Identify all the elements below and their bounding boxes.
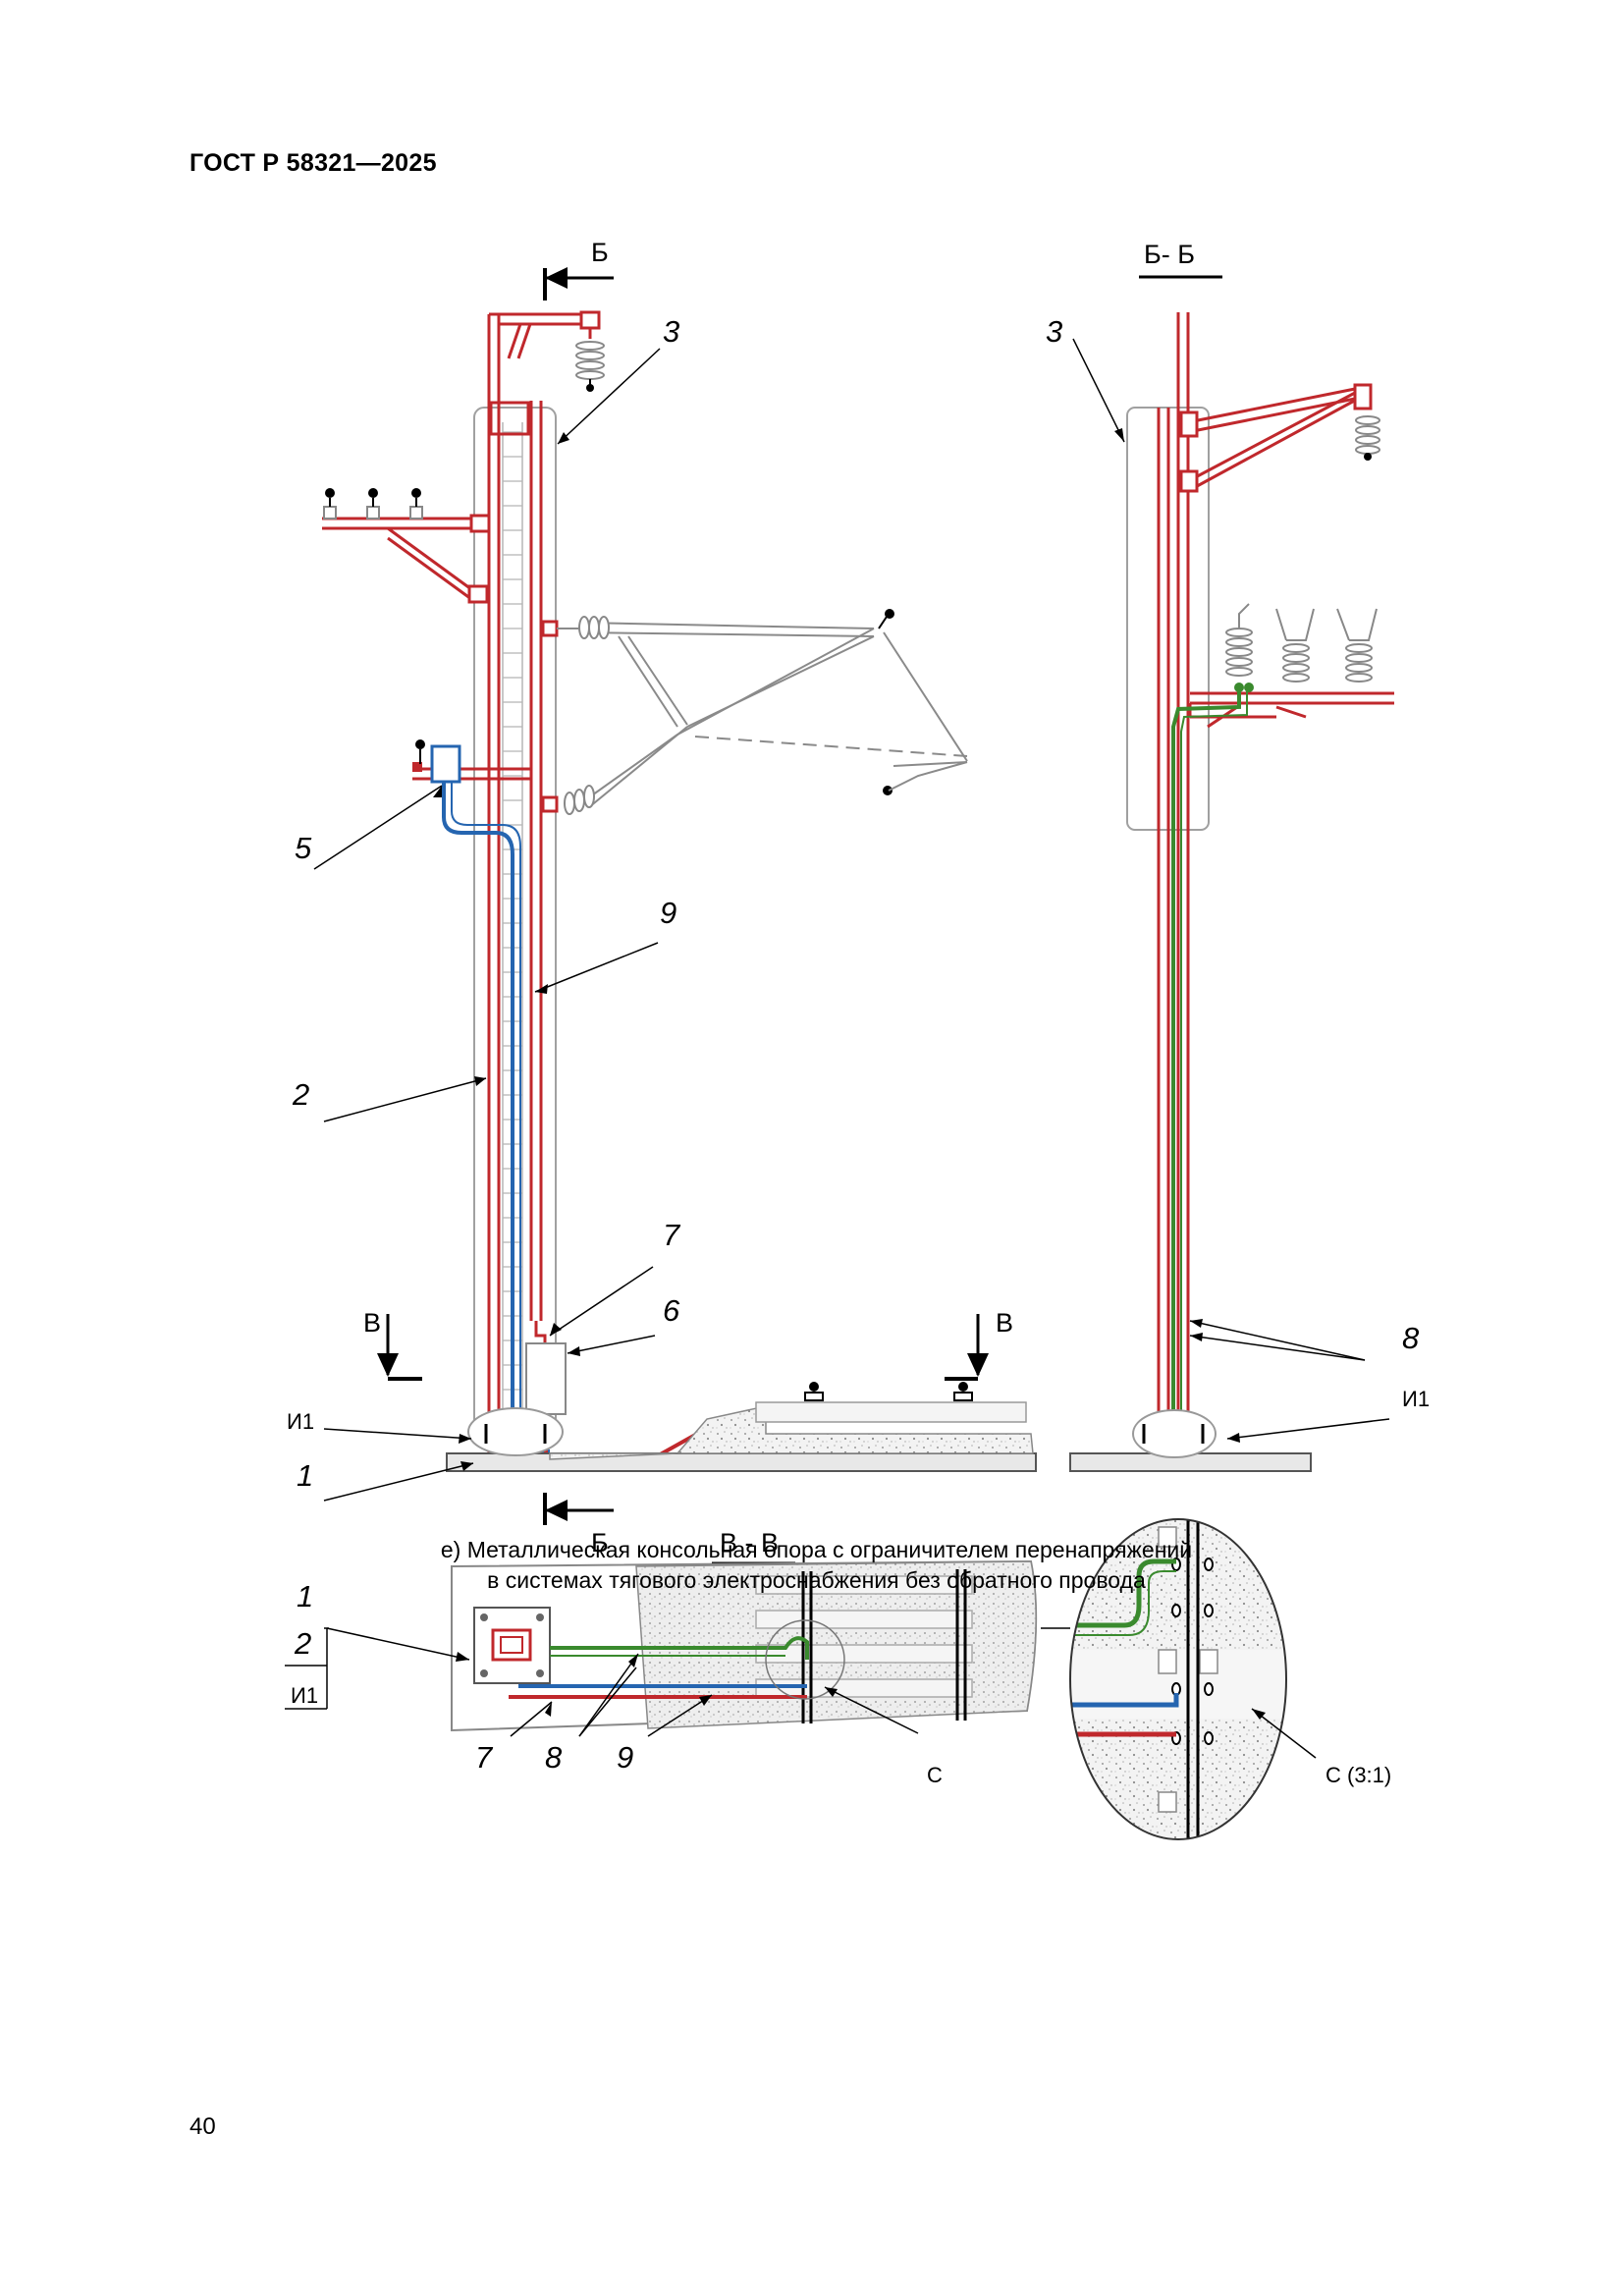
page-number: 40: [189, 2113, 216, 2140]
plan-left-labels: 1 2 И1: [285, 1579, 470, 1710]
detail-c-label: С (3:1): [1325, 1763, 1391, 1787]
callout-9: 9: [660, 896, 676, 930]
side-callout-i1: И1: [1402, 1387, 1430, 1411]
callout-i1: И1: [287, 1409, 314, 1434]
side-insulator: [1355, 415, 1380, 461]
ballast: [549, 1405, 1034, 1460]
callout-5: 5: [295, 831, 312, 865]
callout-6: 6: [663, 1293, 680, 1328]
cantilever-insulators: [564, 616, 610, 815]
detail-c: С (3:1): [1041, 1518, 1391, 1840]
side-callout-3: 3: [1046, 314, 1062, 349]
side-arresters: [1225, 603, 1378, 683]
plan-view: В - В: [285, 1528, 1038, 1787]
callout-arrows: [433, 432, 580, 1471]
section-label-v-left: В: [363, 1308, 381, 1338]
section-mark-v-left: В: [363, 1308, 422, 1381]
pole-outline: [473, 407, 557, 1445]
callout-lines: [313, 348, 661, 1502]
callout-1: 1: [297, 1458, 313, 1493]
section-label-v-right: В: [996, 1308, 1013, 1338]
spark-gap-box: [525, 1342, 567, 1415]
document-header: ГОСТ Р 58321—2025: [189, 149, 437, 177]
rails-front: [804, 1382, 973, 1401]
cantilever: [541, 620, 968, 813]
foundation-base: [446, 1452, 1037, 1472]
plan-callout-2: 2: [294, 1626, 311, 1661]
callout-3: 3: [663, 314, 679, 349]
plan-callout-c: С: [927, 1763, 943, 1787]
arrester-bracket: [412, 739, 530, 784]
detail-circle-c: [765, 1619, 845, 1700]
pole-main: [487, 312, 597, 1453]
side-ground-green: [1171, 687, 1241, 1444]
pole-lattice: [502, 422, 523, 1434]
plan-callout-9: 9: [617, 1740, 633, 1775]
section-mark-b-bottom: Б: [543, 1493, 614, 1558]
plan-callout-lines: [510, 1653, 919, 1737]
plan-callout-i1: И1: [291, 1683, 318, 1708]
section-label-b-top: Б: [591, 238, 609, 267]
plan-callout-8: 8: [545, 1740, 563, 1775]
left-crossarm: [322, 488, 491, 604]
side-view: Б- Б: [1046, 240, 1430, 1472]
side-callout-lines: [1072, 338, 1390, 1440]
side-callout-8: 8: [1402, 1321, 1420, 1355]
side-pole: [1157, 312, 1394, 1453]
section-title-vv: В - В: [720, 1528, 779, 1558]
section-mark-v-right: В: [945, 1308, 1013, 1381]
section-title-bb: Б- Б: [1144, 240, 1195, 269]
callout-7: 7: [663, 1218, 681, 1252]
section-label-b-bottom: Б: [591, 1528, 609, 1558]
plan-wire-green: [550, 1636, 809, 1660]
front-view: Б: [287, 238, 1037, 1558]
section-mark-b-top: Б: [543, 238, 614, 301]
figure-caption-line1: е) Металлическая консольная опора с огра…: [440, 1537, 1193, 1562]
callout-2: 2: [292, 1077, 309, 1112]
anchor-bolts: [484, 1424, 547, 1444]
plan-callout-7: 7: [475, 1740, 494, 1775]
plan-foundation: [473, 1607, 551, 1684]
plan-callout-1: 1: [297, 1579, 313, 1613]
figure-caption-line2: в системах тягового электроснабжения без…: [487, 1567, 1146, 1593]
top-insulator: [575, 310, 605, 392]
